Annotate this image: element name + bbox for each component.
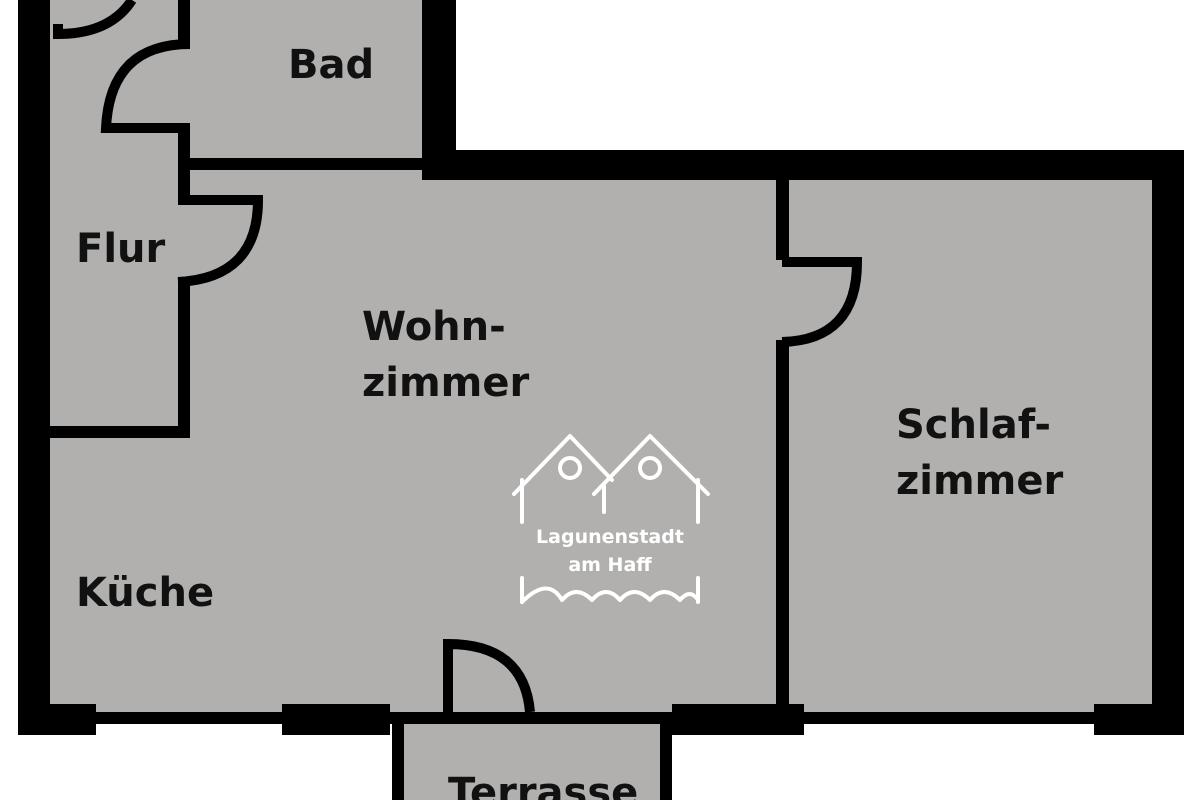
door-bedroom (781, 257, 863, 347)
door-terrace (443, 638, 535, 713)
wall-flur-right-top (178, 0, 190, 44)
door-top-left (53, 0, 137, 40)
wall-bottom-block-2 (282, 704, 390, 735)
outer-wall-top (422, 150, 1184, 180)
room-label-terrasse: Terrasse (448, 770, 638, 800)
wall-bedroom-left-bottom (776, 340, 789, 720)
room-label-wohnzimmer-1: Wohn- (362, 304, 506, 350)
wall-bottom-block-4 (1094, 704, 1184, 735)
logo-text-line-2: am Haff (568, 554, 652, 576)
door-flur (177, 195, 264, 287)
wall-bad-right (422, 0, 456, 178)
terrace-floor-area (404, 722, 660, 800)
doors (53, 0, 863, 713)
outer-wall-left (18, 0, 50, 735)
wall-bedroom-left-top (776, 170, 789, 260)
room-label-flur: Flur (76, 226, 166, 272)
logo-text-line-1: Lagunenstadt (536, 526, 684, 548)
outer-wall-bottom (18, 712, 1184, 724)
wall-bad-bottom (178, 158, 456, 170)
room-label-bad: Bad (288, 42, 374, 88)
two-houses-on-waves-icon (512, 434, 710, 604)
walls (18, 0, 1184, 800)
wall-flur-right-low (178, 282, 190, 438)
room-label-schlafzimmer-1: Schlaf- (896, 402, 1051, 448)
door-bad (100, 39, 191, 133)
floor-areas (40, 0, 1160, 800)
room-label-schlafzimmer-2: zimmer (896, 458, 1063, 504)
room-label-wohnzimmer-2: zimmer (362, 360, 529, 406)
outer-wall-right (1152, 150, 1184, 735)
wall-flur-bottom (40, 426, 190, 438)
wall-bottom-block-1 (18, 704, 96, 735)
room-label-kueche: Küche (76, 570, 214, 616)
wall-terrace-left (392, 712, 404, 800)
wall-terrace-right (660, 712, 672, 800)
